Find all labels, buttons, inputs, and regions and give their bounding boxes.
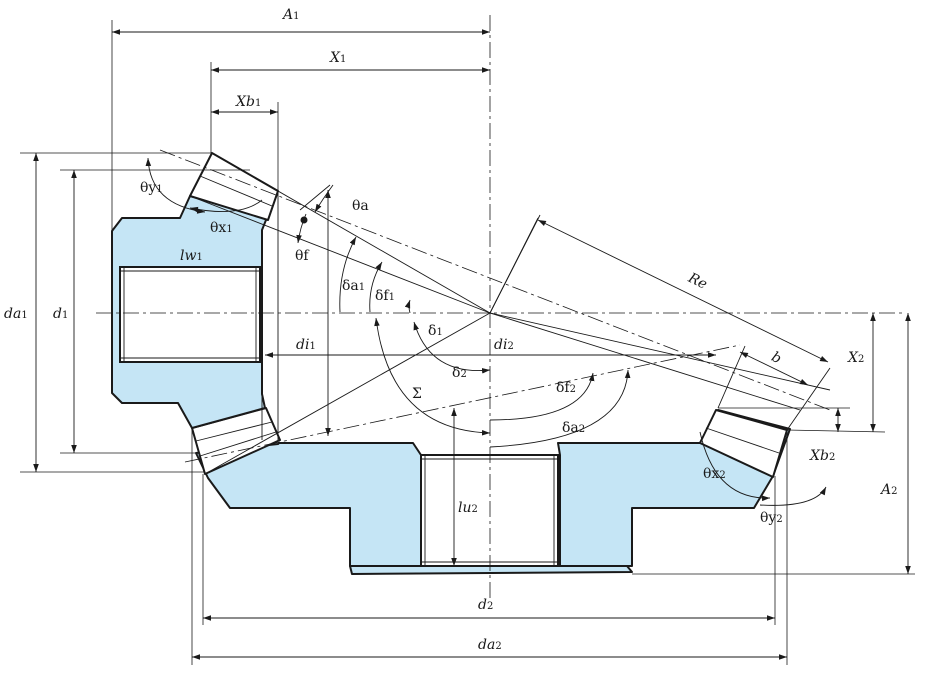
pitch-point-dot xyxy=(300,216,308,224)
dim-Re xyxy=(537,219,829,363)
arc-sigma xyxy=(374,317,491,436)
label-da2: da2 xyxy=(478,637,502,653)
gear2-tooth-right xyxy=(699,409,788,478)
dim-b-ext2 xyxy=(786,367,831,431)
dimension-lines xyxy=(33,29,911,660)
label-delta1: δ1 xyxy=(428,323,443,339)
arc-theta-a xyxy=(314,184,334,213)
dim-b-ext1 xyxy=(717,345,746,409)
label-di1: di1 xyxy=(296,337,316,353)
labels: A1 X1 Xb1 θy1 θx1 θa θf lw1 da1 d1 δa1 δ… xyxy=(4,7,898,653)
angle-arcs xyxy=(145,157,827,506)
label-A2: A2 xyxy=(879,482,898,498)
gear1-bore xyxy=(119,266,261,363)
label-theta-f: θf xyxy=(295,248,310,264)
label-theta-a: θa xyxy=(352,198,369,214)
label-b: b xyxy=(769,349,784,367)
gear2-body xyxy=(191,407,791,575)
gear1-body xyxy=(111,152,279,440)
gear2-tooth-left-line1 xyxy=(195,421,273,442)
label-A1: A1 xyxy=(281,7,300,23)
arc-theta-x2 xyxy=(699,431,771,502)
arc-theta-f xyxy=(296,213,307,244)
label-X2: X2 xyxy=(847,350,864,366)
label-theta-y1: θy1 xyxy=(140,180,163,196)
gear2-bottom-section xyxy=(349,565,633,575)
label-delta-a1: δa1 xyxy=(342,278,365,294)
label-Xb1: Xb1 xyxy=(235,94,261,110)
gear2-tooth-left-line2 xyxy=(199,431,277,457)
arc-delta-f2 xyxy=(489,372,595,421)
label-theta-x2: θx2 xyxy=(703,466,726,482)
dim-b xyxy=(739,351,809,386)
arc-delta2 xyxy=(413,321,491,374)
label-X1: X1 xyxy=(329,50,346,66)
dim-Re-ext xyxy=(489,217,539,314)
label-theta-y2: θy2 xyxy=(760,510,783,526)
gear2-bore xyxy=(420,454,559,567)
label-lu2: lu2 xyxy=(458,500,478,516)
gear2-tooth-right-line xyxy=(705,427,780,454)
arc-delta-a2 xyxy=(489,369,631,448)
label-delta-f1: δf1 xyxy=(375,288,395,304)
label-d1: d1 xyxy=(53,306,68,322)
arc-delta1 xyxy=(404,299,411,314)
label-delta-f2: δf2 xyxy=(556,380,576,396)
arc-delta-f1 xyxy=(369,261,383,313)
extension-lines xyxy=(20,20,915,665)
label-Xb2: Xb2 xyxy=(809,448,835,464)
label-delta-a2: δa2 xyxy=(562,420,585,436)
pitch-line-upper xyxy=(159,149,831,411)
arc-delta-a1 xyxy=(339,236,357,313)
label-da1: da1 xyxy=(4,306,28,322)
label-di2: di2 xyxy=(494,337,514,353)
arc-theta-x1 xyxy=(189,199,263,213)
label-Re: Re xyxy=(685,270,710,293)
label-sigma: Σ xyxy=(412,386,422,402)
arc-theta-y2 xyxy=(759,486,827,506)
label-d2: d2 xyxy=(478,597,493,613)
label-theta-x1: θx1 xyxy=(210,220,233,236)
label-lw1: lw1 xyxy=(180,248,203,264)
label-delta2: δ2 xyxy=(452,365,467,381)
